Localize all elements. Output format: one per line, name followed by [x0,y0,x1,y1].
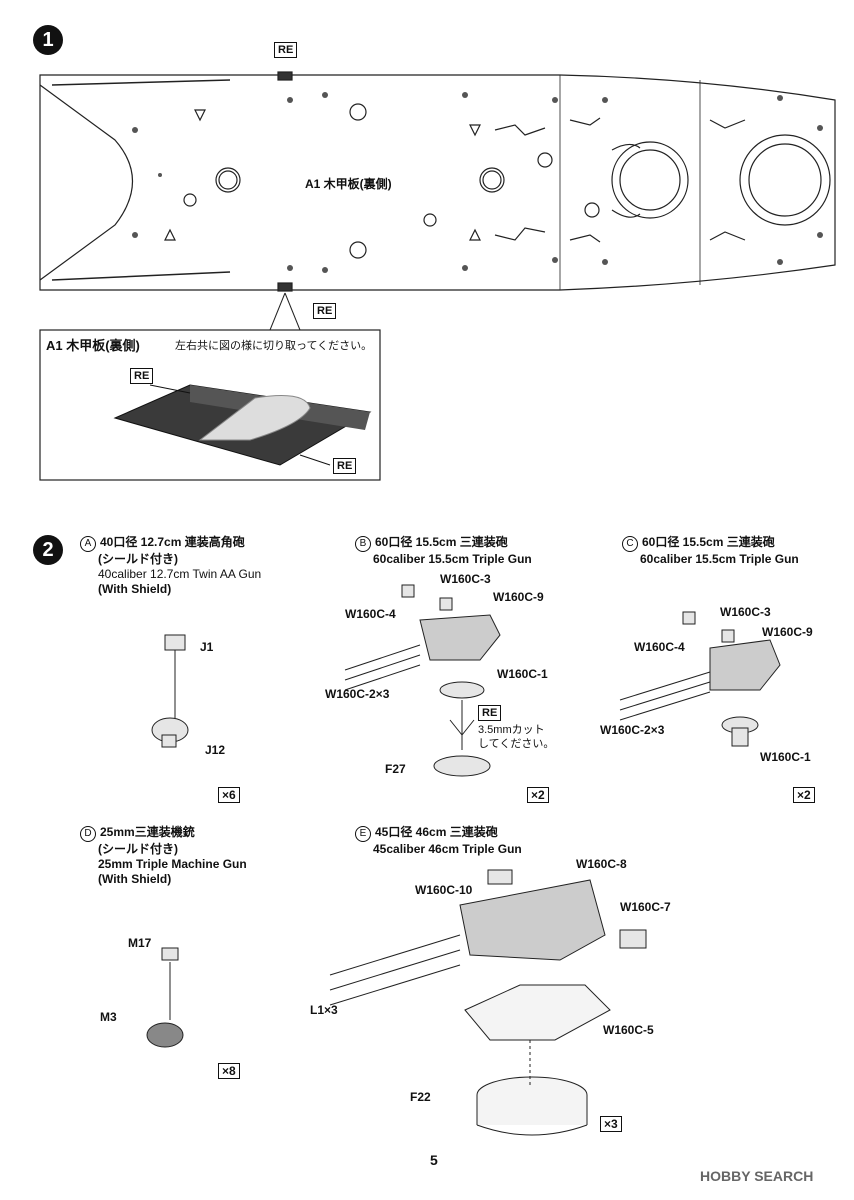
b-part-w160c-9: W160C-9 [493,590,544,604]
qty-b: ×2 [527,787,549,803]
part-m17: M17 [128,936,152,950]
deck-plate-drawing [39,71,836,292]
qty-a: ×6 [218,787,240,803]
e-part-l1: L1×3 [310,1003,338,1017]
part-j12: J12 [205,743,226,757]
step-2-marker: 2 [33,535,63,565]
c-title-jp: 60口径 15.5cm 三連装砲 [642,535,775,549]
assembly-e-title: E 45口径 46cm 三連装砲 45caliber 46cm Triple Gu… [355,825,522,857]
e-title-jp: 45口径 46cm 三連装砲 [375,825,498,839]
assembly-d-title: D 25mm三連装機銃 (シールド付き) 25mm Triple Machine … [80,825,247,887]
c-part-w160c-1: W160C-1 [760,750,811,764]
qty-e: ×3 [600,1116,622,1132]
marker-c: C [622,536,638,552]
assembly-b-drawing [344,584,501,777]
assembly-e-drawing [329,869,647,1136]
e-part-w160c-10: W160C-10 [415,883,473,897]
assembly-a-title: A 40口径 12.7cm 連装高角砲 (シールド付き) 40caliber 12… [80,535,261,597]
c-title-en: 60caliber 15.5cm Triple Gun [640,552,799,566]
e-part-f22: F22 [410,1090,431,1104]
b-part-w160c-1: W160C-1 [497,667,548,681]
re-tag-bottom: RE [313,303,337,319]
a-title-jp2: (シールド付き) [98,552,178,566]
b-part-w160c-3: W160C-3 [440,572,491,586]
assembly-b-title: B 60口径 15.5cm 三連装砲 60caliber 15.5cm Tripl… [355,535,532,567]
callout-re-a: RE [130,368,154,384]
a-title-en2: (With Shield) [98,582,172,596]
marker-a: A [80,536,96,552]
deck-perspective-drawing [113,384,372,466]
part-m3: M3 [100,1010,117,1024]
callout-instruction: 左右共に図の様に切り取ってください。 [175,340,373,352]
qty-d: ×8 [218,1063,240,1079]
c-part-w160c-4: W160C-4 [634,640,685,654]
d-title-jp2: (シールド付き) [98,842,178,856]
qty-c: ×2 [793,787,815,803]
b-title-jp: 60口径 15.5cm 三連装砲 [375,535,508,549]
assembly-c-drawing [619,611,781,747]
b-part-w160c-2: W160C-2×3 [325,687,390,701]
d-title-en1: 25mm Triple Machine Gun [98,857,247,871]
b-cut-note-1: 3.5mmカット [478,724,545,736]
watermark: HOBBY SEARCH [700,1168,814,1184]
marker-e: E [355,826,371,842]
b-cut-note-2: してください。 [478,738,555,750]
c-part-w160c-9: W160C-9 [762,625,813,639]
assembly-a-drawing [151,634,189,748]
b-part-w160c-4: W160C-4 [345,607,396,621]
deck-label: A1 木甲板(裏側) [305,177,392,191]
e-part-w160c-5: W160C-5 [603,1023,654,1037]
marker-d: D [80,826,96,842]
callout-title: A1 木甲板(裏側) [46,338,140,353]
page-number: 5 [430,1152,438,1168]
b-cut-note: 3.5mmカット してください。 [478,723,554,751]
assembly-c-title: C 60口径 15.5cm 三連装砲 60caliber 15.5cm Tripl… [622,535,799,567]
d-title-jp1: 25mm三連装機銃 [100,825,195,839]
callout-box [39,329,381,481]
a-title-en1: 40caliber 12.7cm Twin AA Gun [98,567,262,581]
c-part-w160c-3: W160C-3 [720,605,771,619]
step-1-marker: 1 [33,25,63,55]
b-part-f27: F27 [385,762,406,776]
d-title-en2: (With Shield) [98,872,172,886]
e-title-en: 45caliber 46cm Triple Gun [373,842,522,856]
b-title-en: 60caliber 15.5cm Triple Gun [373,552,532,566]
assembly-d-drawing [146,947,184,1048]
c-part-w160c-2: W160C-2×3 [600,723,665,737]
part-j1: J1 [200,640,214,654]
callout-re-b: RE [333,458,357,474]
b-re-tag: RE [478,705,502,721]
e-part-w160c-7: W160C-7 [620,900,671,914]
e-part-w160c-8: W160C-8 [576,857,627,871]
marker-b: B [355,536,371,552]
a-title-jp1: 40口径 12.7cm 連装高角砲 [100,535,245,549]
re-tag-top: RE [274,42,298,58]
